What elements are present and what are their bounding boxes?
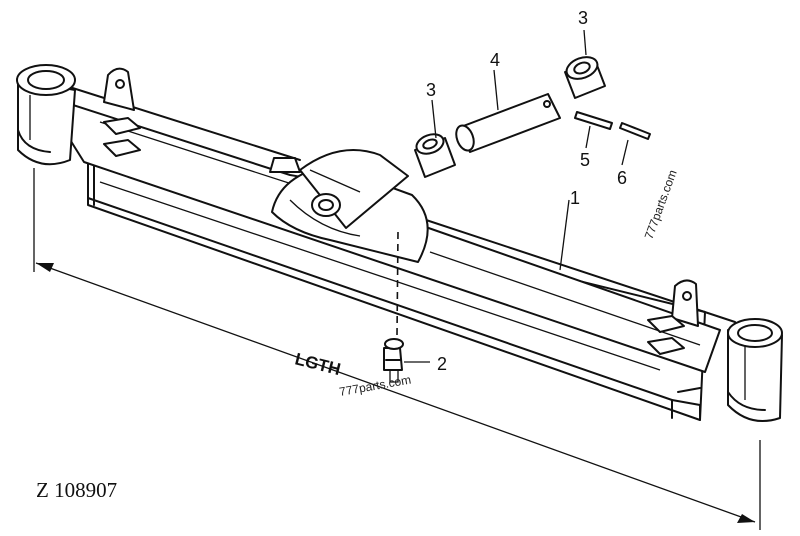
callout-3-right: 3 [578,8,588,28]
grease-nipple [383,338,404,383]
callout-3-left: 3 [426,80,436,100]
watermark-vertical: 777parts.com [642,168,680,241]
center-pivot-housing [271,149,429,263]
bushing-left [414,133,456,178]
left-kingpin-boss [16,64,76,166]
mounting-lugs [103,67,699,327]
dimension-label: LGTH [293,349,343,379]
bushing-right [564,56,606,99]
callout-4: 4 [490,50,500,70]
leader-lines [404,29,629,363]
pivot-center-line [396,231,399,336]
roll-pin [574,111,613,130]
spring-pads [103,117,685,355]
callout-6: 6 [617,168,627,188]
callout-1: 1 [570,188,580,208]
split-pin [619,122,651,140]
drawing-code: Z 108907 [36,478,117,502]
pivot-pin [455,93,561,153]
length-dimension [33,168,761,530]
callout-5: 5 [580,150,590,170]
callout-2: 2 [437,354,447,374]
right-kingpin-boss [727,318,783,422]
